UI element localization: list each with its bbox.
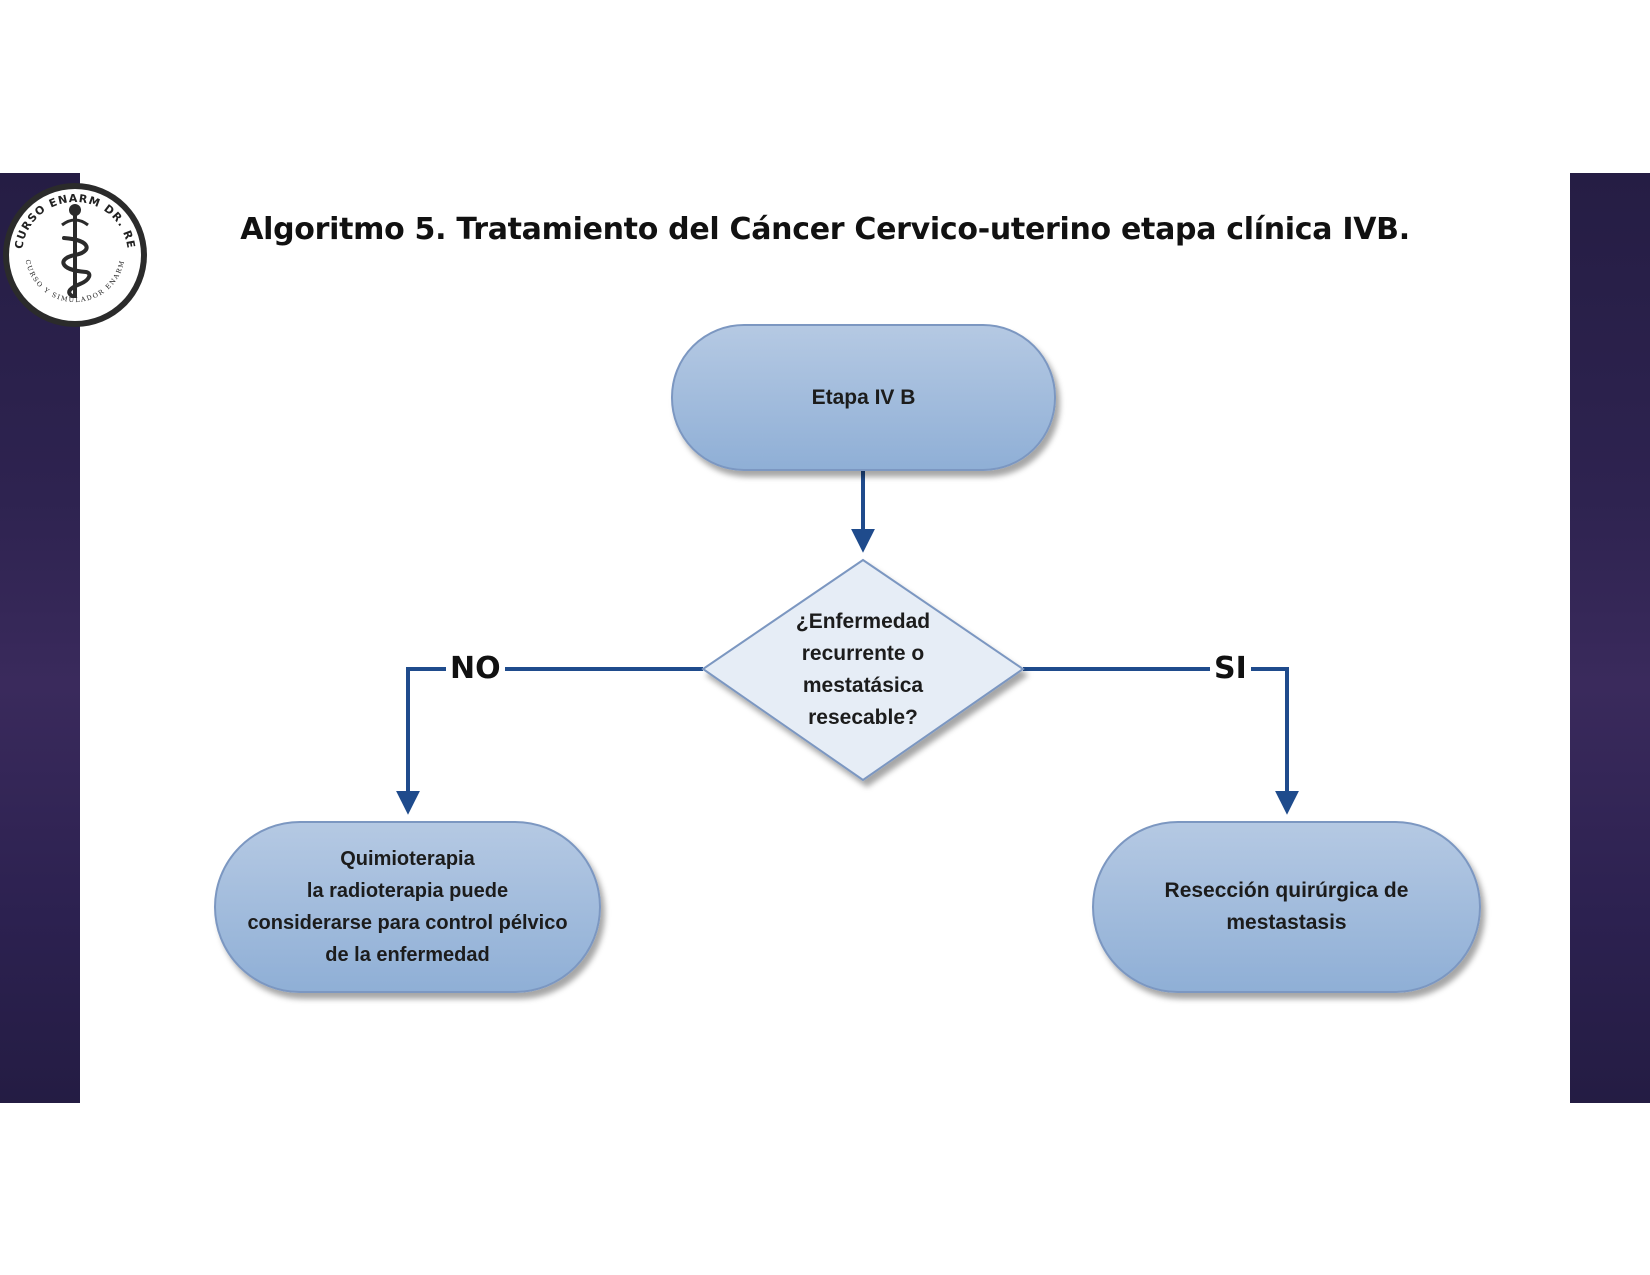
node-decision — [701, 558, 1025, 782]
edge-si — [1023, 667, 1299, 815]
connectors — [396, 470, 1299, 815]
left-decorative-band — [0, 173, 80, 1103]
node-start — [671, 324, 1056, 471]
node-left-label: Quimioterapia la radioterapia puede cons… — [247, 848, 568, 966]
logo-seal: CURSO ENARM DR. RE CURSO Y SIMULADOR ENA… — [3, 183, 147, 327]
caduceus-icon — [61, 204, 92, 298]
node-right-label: Resección quirúrgica de mestastasis — [1164, 879, 1409, 934]
node-start-label: Etapa IV B — [811, 385, 916, 409]
right-decorative-band — [1570, 173, 1650, 1103]
node-right — [1092, 821, 1481, 993]
edge-si-label: SI — [1210, 652, 1251, 686]
node-decision-label: ¿Enfermedad recurrente o mestatásica res… — [795, 610, 931, 729]
edge-no — [396, 667, 703, 815]
page-title: Algoritmo 5. Tratamiento del Cáncer Cerv… — [240, 212, 1410, 247]
node-left — [214, 821, 601, 993]
edge-no-label: NO — [446, 652, 505, 686]
